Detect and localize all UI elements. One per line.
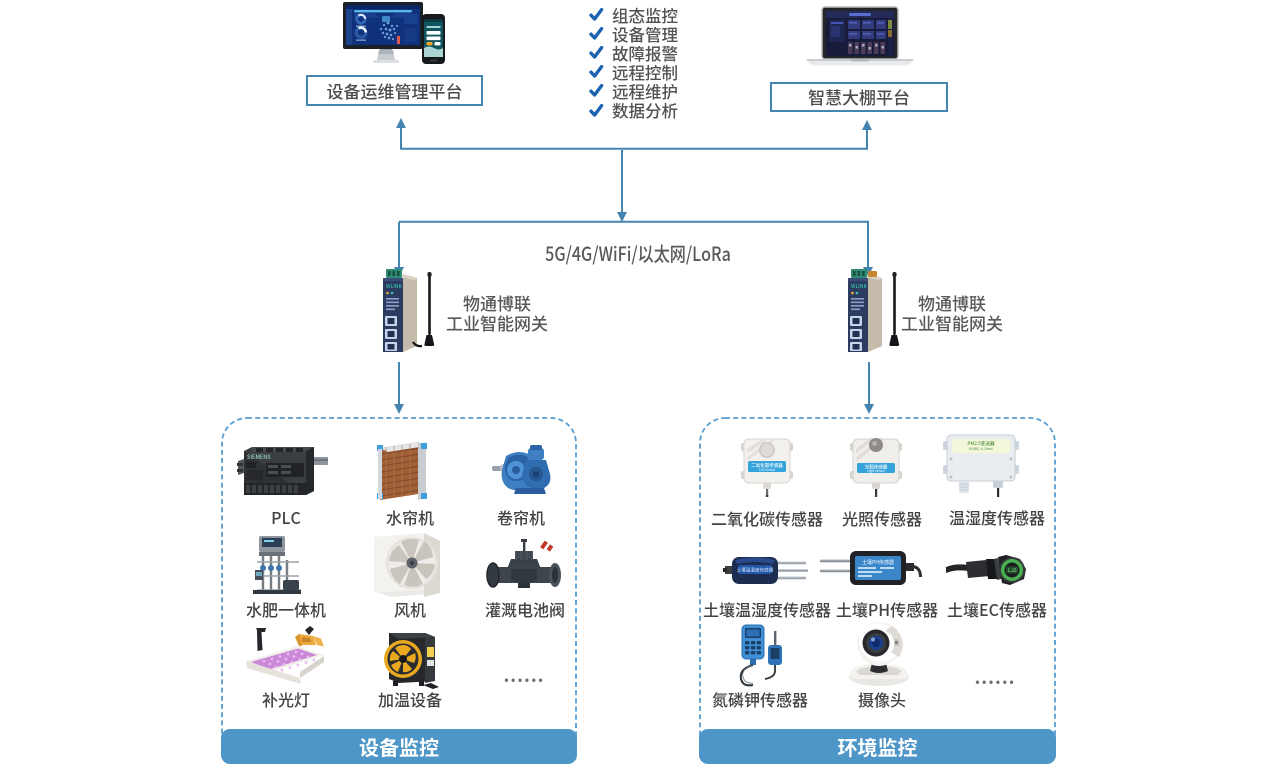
svg-text:RS485 / 4-20mA: RS485 / 4-20mA	[969, 446, 993, 451]
svg-text:WLINK: WLINK	[851, 283, 867, 290]
svg-text:WLINK: WLINK	[386, 283, 402, 290]
svg-text:土壤温湿度传感器: 土壤温湿度传感器	[737, 567, 774, 574]
svg-text:CO2 Sensor: CO2 Sensor	[759, 468, 776, 472]
svg-text:1.25: 1.25	[1007, 568, 1016, 574]
svg-text:光照传感器: 光照传感器	[865, 464, 888, 471]
svg-text:二氧化碳传感器: 二氧化碳传感器	[751, 462, 783, 469]
svg-text:土壤PH传感器: 土壤PH传感器	[862, 559, 894, 566]
svg-text:SIEMENS: SIEMENS	[247, 453, 271, 461]
svg-text:PM2.5变送器: PM2.5变送器	[967, 440, 995, 447]
svg-text:Light Sensor: Light Sensor	[867, 469, 886, 473]
